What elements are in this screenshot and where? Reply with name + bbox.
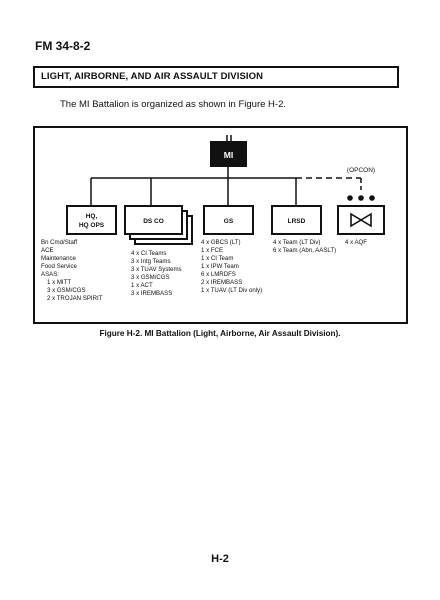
- page-number: H-2: [211, 553, 229, 565]
- section-header: LIGHT, AIRBORNE, AND AIR ASSAULT DIVISIO…: [33, 66, 399, 88]
- hq-unit-box: [66, 205, 117, 235]
- detail-line: 1 x FCE: [201, 247, 223, 254]
- detail-line: 6 x Team (Abn, AASLT): [273, 247, 336, 254]
- detail-line: 1 x TUAV (LT Div only): [201, 287, 262, 294]
- gs-label: GS: [224, 218, 234, 225]
- ds-co-details: 4 x CI Teams 3 x Intg Teams 3 x TUAV Sys…: [131, 250, 183, 297]
- echelon-dot-2: [358, 195, 364, 201]
- detail-line: 1 x IPW Team: [201, 263, 239, 270]
- gs-unit-box: [203, 205, 254, 235]
- detail-line: 4 x Team (LT Div): [273, 239, 320, 246]
- detail-line: Bn Cmd/Staff: [41, 239, 77, 246]
- hq-details: Bn Cmd/Staff ACE Maintenance Food Servic…: [41, 239, 103, 302]
- echelon-dot-3: [369, 195, 375, 201]
- intro-paragraph: The MI Battalion is organized as shown i…: [60, 99, 286, 110]
- detail-line: 2 x IREMBASS: [201, 279, 242, 286]
- detail-line: 3 x TUAV Systems: [131, 266, 182, 273]
- figure-frame: MI (OPCON) HQ, HQ OPS DS CO GS LRSD: [33, 126, 408, 324]
- org-chart: MI (OPCON) HQ, HQ OPS DS CO GS LRSD: [41, 135, 385, 302]
- detail-line: 3 x Intg Teams: [131, 258, 171, 265]
- lrsd-details: 4 x Team (LT Div) 6 x Team (Abn, AASLT): [273, 239, 336, 254]
- lrsd-unit-box: [271, 205, 322, 235]
- detail-line: 1 x MITT: [47, 279, 71, 286]
- hq-label-line2: HQ OPS: [79, 222, 105, 229]
- detail-line: 3 x GSM/CGS: [131, 274, 170, 281]
- section-title: LIGHT, AIRBORNE, AND AIR ASSAULT DIVISIO…: [41, 71, 264, 82]
- detail-line: ASAS:: [41, 271, 59, 278]
- air-defense-icon: [350, 212, 372, 228]
- detail-line: Food Service: [41, 263, 78, 270]
- detail-line: ACE: [41, 247, 54, 254]
- detail-line: 1 x ACT: [131, 282, 153, 289]
- figure-caption: Figure H-2. MI Battalion (Light, Airborn…: [99, 329, 341, 338]
- detail-line: 4 x AQF: [345, 239, 367, 246]
- detail-line: Maintenance: [41, 255, 77, 262]
- document-id: FM 34-8-2: [35, 39, 91, 53]
- ds-co-unit-box: [124, 205, 183, 235]
- lrsd-label: LRSD: [288, 218, 306, 225]
- ds-co-label: DS CO: [143, 218, 164, 225]
- hq-label-line1: HQ,: [86, 213, 98, 220]
- detail-line: 4 x CI Teams: [131, 250, 166, 257]
- opcon-label: (OPCON): [347, 167, 375, 174]
- detail-line: 1 x CI Team: [201, 255, 233, 262]
- mi-unit-box: [210, 141, 247, 167]
- mi-unit-label: MI: [224, 150, 233, 160]
- detail-line: 3 x GSM/CGS: [47, 287, 86, 294]
- gs-details: 4 x GBCS (LT) 1 x FCE 1 x CI Team 1 x IP…: [201, 239, 262, 294]
- detail-line: 4 x GBCS (LT): [201, 239, 241, 246]
- detail-line: 6 x LMRDFS: [201, 271, 236, 278]
- aqf-details: 4 x AQF: [345, 239, 367, 246]
- detail-line: 2 x TROJAN SPIRIT: [47, 295, 103, 302]
- echelon-dot-1: [347, 195, 353, 201]
- detail-line: 3 x IREMBASS: [131, 290, 172, 297]
